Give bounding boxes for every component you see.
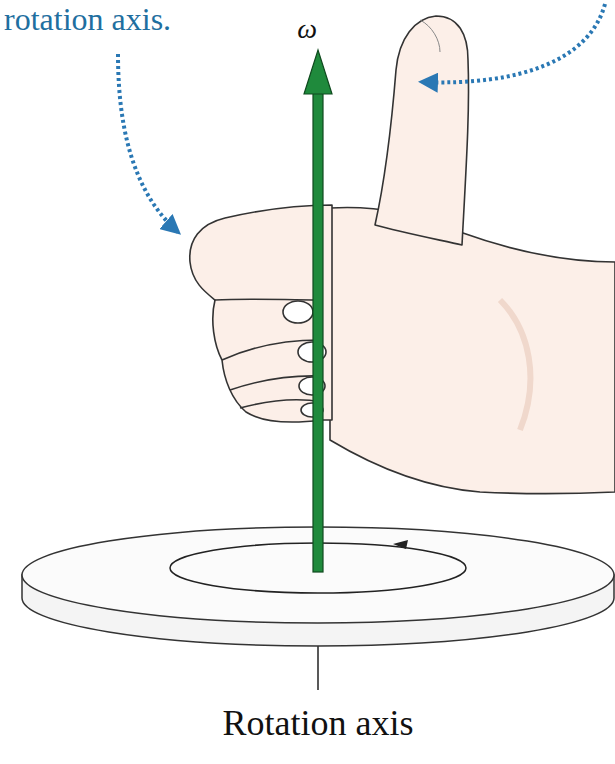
right-hand <box>190 16 615 494</box>
angular-velocity-vector <box>304 50 332 572</box>
leader-line <box>422 4 605 82</box>
callout-text: rotation axis. <box>4 2 171 37</box>
leader-line <box>118 54 178 232</box>
axis-label: Rotation axis <box>223 704 414 744</box>
vector-symbol: ω⃗ <box>297 14 339 45</box>
